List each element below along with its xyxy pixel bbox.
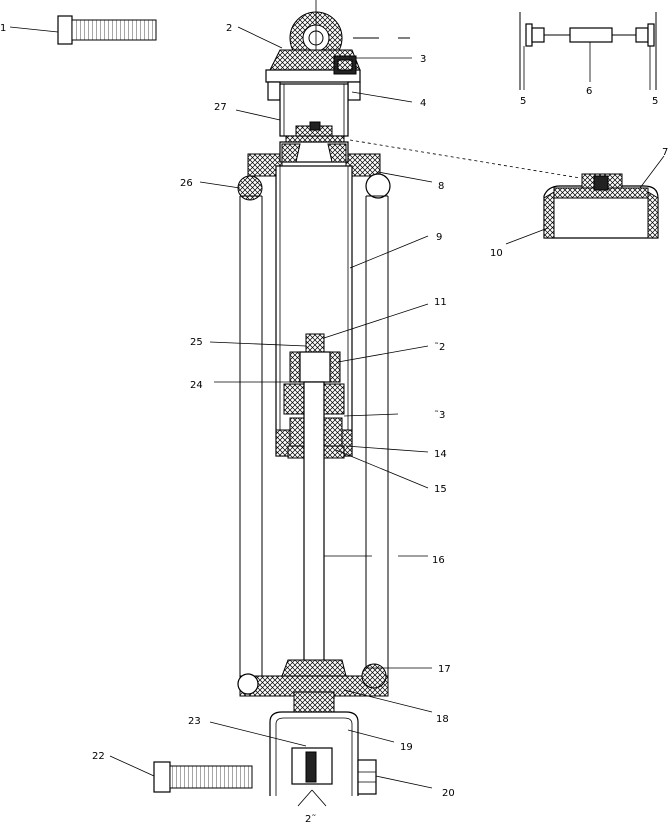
callout-3: 3 — [420, 54, 426, 65]
callout-12: ˜2 — [434, 341, 445, 353]
callout-24: 24 — [190, 380, 203, 391]
callout-6: 6 — [586, 86, 592, 97]
callout-13: ˜3 — [434, 409, 445, 421]
top-eye-mount — [265, 0, 410, 101]
callout-1: 1 — [0, 23, 6, 34]
callout-25: 25 — [190, 337, 203, 348]
callout-labels: 1 2 3 4 5 6 5 27 7 8 26 10 9 11 25 ˜2 24… — [0, 23, 668, 824]
callout-9: 9 — [436, 232, 442, 243]
callout-14: 14 — [434, 449, 447, 460]
upper-collar — [237, 141, 391, 201]
callout-15: 15 — [434, 484, 447, 495]
lower-seat — [237, 659, 389, 715]
piston-rod — [303, 381, 325, 679]
bolt-bottom — [153, 761, 253, 793]
callout-8: 8 — [438, 181, 444, 192]
bushing-set — [519, 12, 657, 90]
callout-5-right: 5 — [652, 96, 658, 107]
reservoir-cap — [543, 173, 659, 239]
outer-body — [239, 195, 389, 676]
callout-22: 22 — [92, 751, 105, 762]
nut — [357, 759, 377, 795]
callout-17: 17 — [438, 664, 451, 675]
callout-21: 2˜ — [305, 813, 316, 824]
callout-18: 18 — [436, 714, 449, 725]
callout-4: 4 — [420, 98, 426, 109]
upper-cylinder — [279, 83, 349, 147]
leader-lines — [9, 26, 665, 789]
callout-16: 16 — [432, 555, 445, 566]
callout-20: 20 — [442, 788, 455, 799]
callout-7: 7 — [662, 147, 668, 158]
callout-5-left: 5 — [520, 96, 526, 107]
callout-23: 23 — [188, 716, 201, 727]
callout-19: 19 — [400, 742, 413, 753]
bolt-top — [57, 15, 157, 45]
lower-clevis — [269, 711, 359, 807]
callout-10: 10 — [490, 248, 503, 259]
callout-2: 2 — [226, 23, 232, 34]
callout-11: 11 — [434, 297, 447, 308]
callout-27: 27 — [214, 102, 227, 113]
callout-26: 26 — [180, 178, 193, 189]
